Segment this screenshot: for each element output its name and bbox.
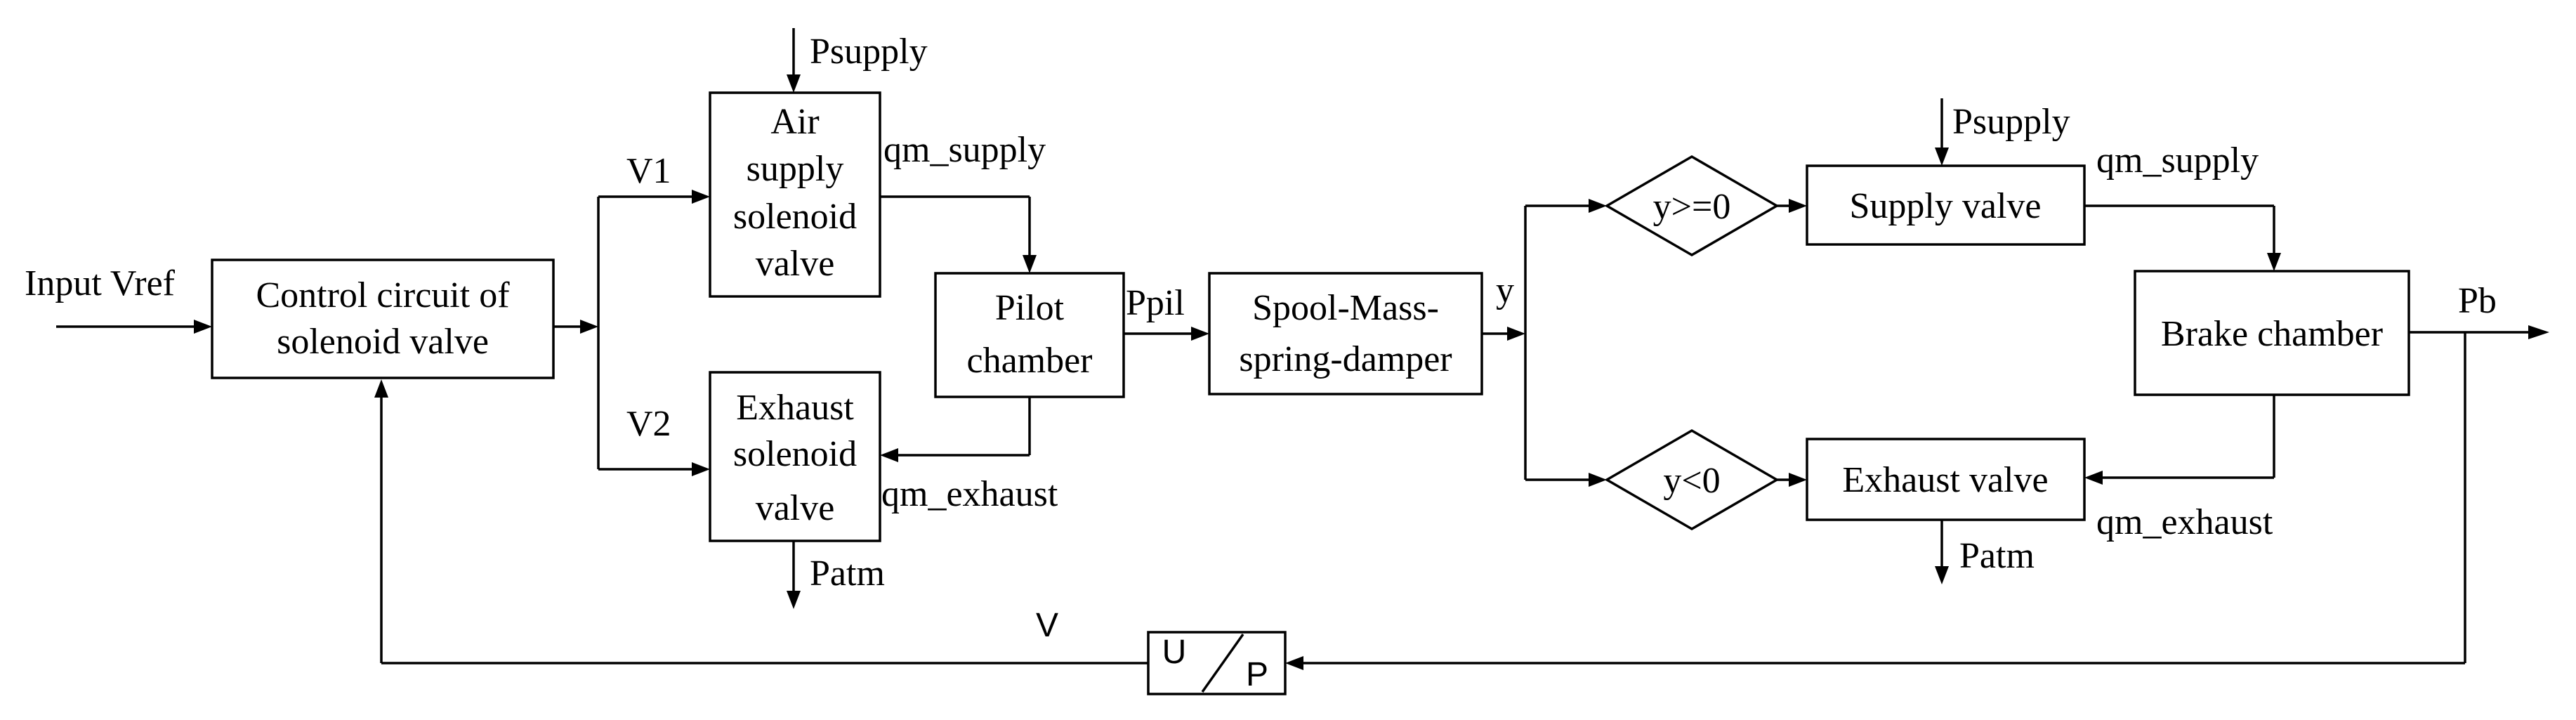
- supply-valve-label: Supply valve: [1850, 186, 2042, 226]
- pilot-chamber-label-2: chamber: [966, 341, 1092, 381]
- psupply-top-label: Psupply: [810, 32, 928, 72]
- air-supply-valve-label-1: Air: [770, 102, 819, 142]
- control-circuit-block: Control circuit of solenoid valve: [211, 258, 555, 379]
- condition-lt-diamond: y<0: [1604, 428, 1780, 531]
- pb-label: Pb: [2458, 281, 2497, 321]
- air-supply-valve-label-4: valve: [756, 244, 835, 284]
- air-supply-valve-label-2: supply: [747, 149, 844, 189]
- pilot-chamber-block: Pilot chamber: [934, 272, 1125, 398]
- exhaust-solenoid-label-1: Exhaust: [736, 388, 854, 428]
- spool-label-1: Spool-Mass-: [1252, 288, 1439, 328]
- exhaust-valve-label: Exhaust valve: [1842, 460, 2048, 500]
- up-converter-p-label: P: [1246, 656, 1268, 693]
- supply-valve-block: Supply valve: [1806, 164, 2086, 246]
- exhaust-valve-block: Exhaust valve: [1806, 438, 2086, 521]
- spool-mass-spring-damper-block: Spool-Mass- spring-damper: [1208, 272, 1483, 395]
- brake-chamber-label: Brake chamber: [2161, 314, 2383, 354]
- patm-left-label: Patm: [810, 554, 885, 594]
- v-label: V: [1036, 607, 1058, 644]
- control-circuit-label-2: solenoid valve: [277, 322, 489, 362]
- v1-label: V1: [626, 151, 671, 191]
- qm-exhaust-right-label: qm_exhaust: [2096, 502, 2273, 542]
- qm-supply-right-label: qm_supply: [2096, 140, 2259, 181]
- exhaust-solenoid-label-3: valve: [756, 488, 835, 528]
- exhaust-solenoid-label-2: solenoid: [733, 434, 857, 474]
- y-label: y: [1496, 270, 1514, 310]
- qm-supply-left-label: qm_supply: [883, 130, 1046, 170]
- qm-exhaust-left-label: qm_exhaust: [881, 474, 1058, 514]
- air-supply-solenoid-valve-block: Air supply solenoid valve: [709, 91, 881, 298]
- brake-chamber-block: Brake chamber: [2134, 270, 2410, 396]
- condition-ge-diamond: y>=0: [1604, 155, 1780, 257]
- exhaust-solenoid-valve-block: Exhaust solenoid valve: [709, 371, 881, 542]
- air-supply-valve-label-3: solenoid: [733, 197, 857, 237]
- condition-ge-label: y>=0: [1653, 187, 1731, 227]
- ppil-label: Ppil: [1126, 283, 1185, 323]
- v2-label: V2: [626, 404, 671, 444]
- up-converter-block: U P: [1147, 631, 1287, 695]
- signal-labels: Input Vref V1 V2 Psupply qm_supply qm_ex…: [25, 32, 2497, 644]
- control-circuit-label-1: Control circuit of: [256, 275, 510, 315]
- patm-right-label: Patm: [1959, 536, 2035, 576]
- psupply-right-label: Psupply: [1952, 102, 2070, 142]
- spool-label-2: spring-damper: [1239, 339, 1452, 379]
- condition-lt-label: y<0: [1663, 461, 1720, 501]
- connections: [56, 28, 2549, 670]
- pilot-chamber-label-1: Pilot: [995, 288, 1065, 328]
- up-converter-u-label: U: [1162, 634, 1187, 671]
- input-vref-label: Input Vref: [25, 263, 176, 303]
